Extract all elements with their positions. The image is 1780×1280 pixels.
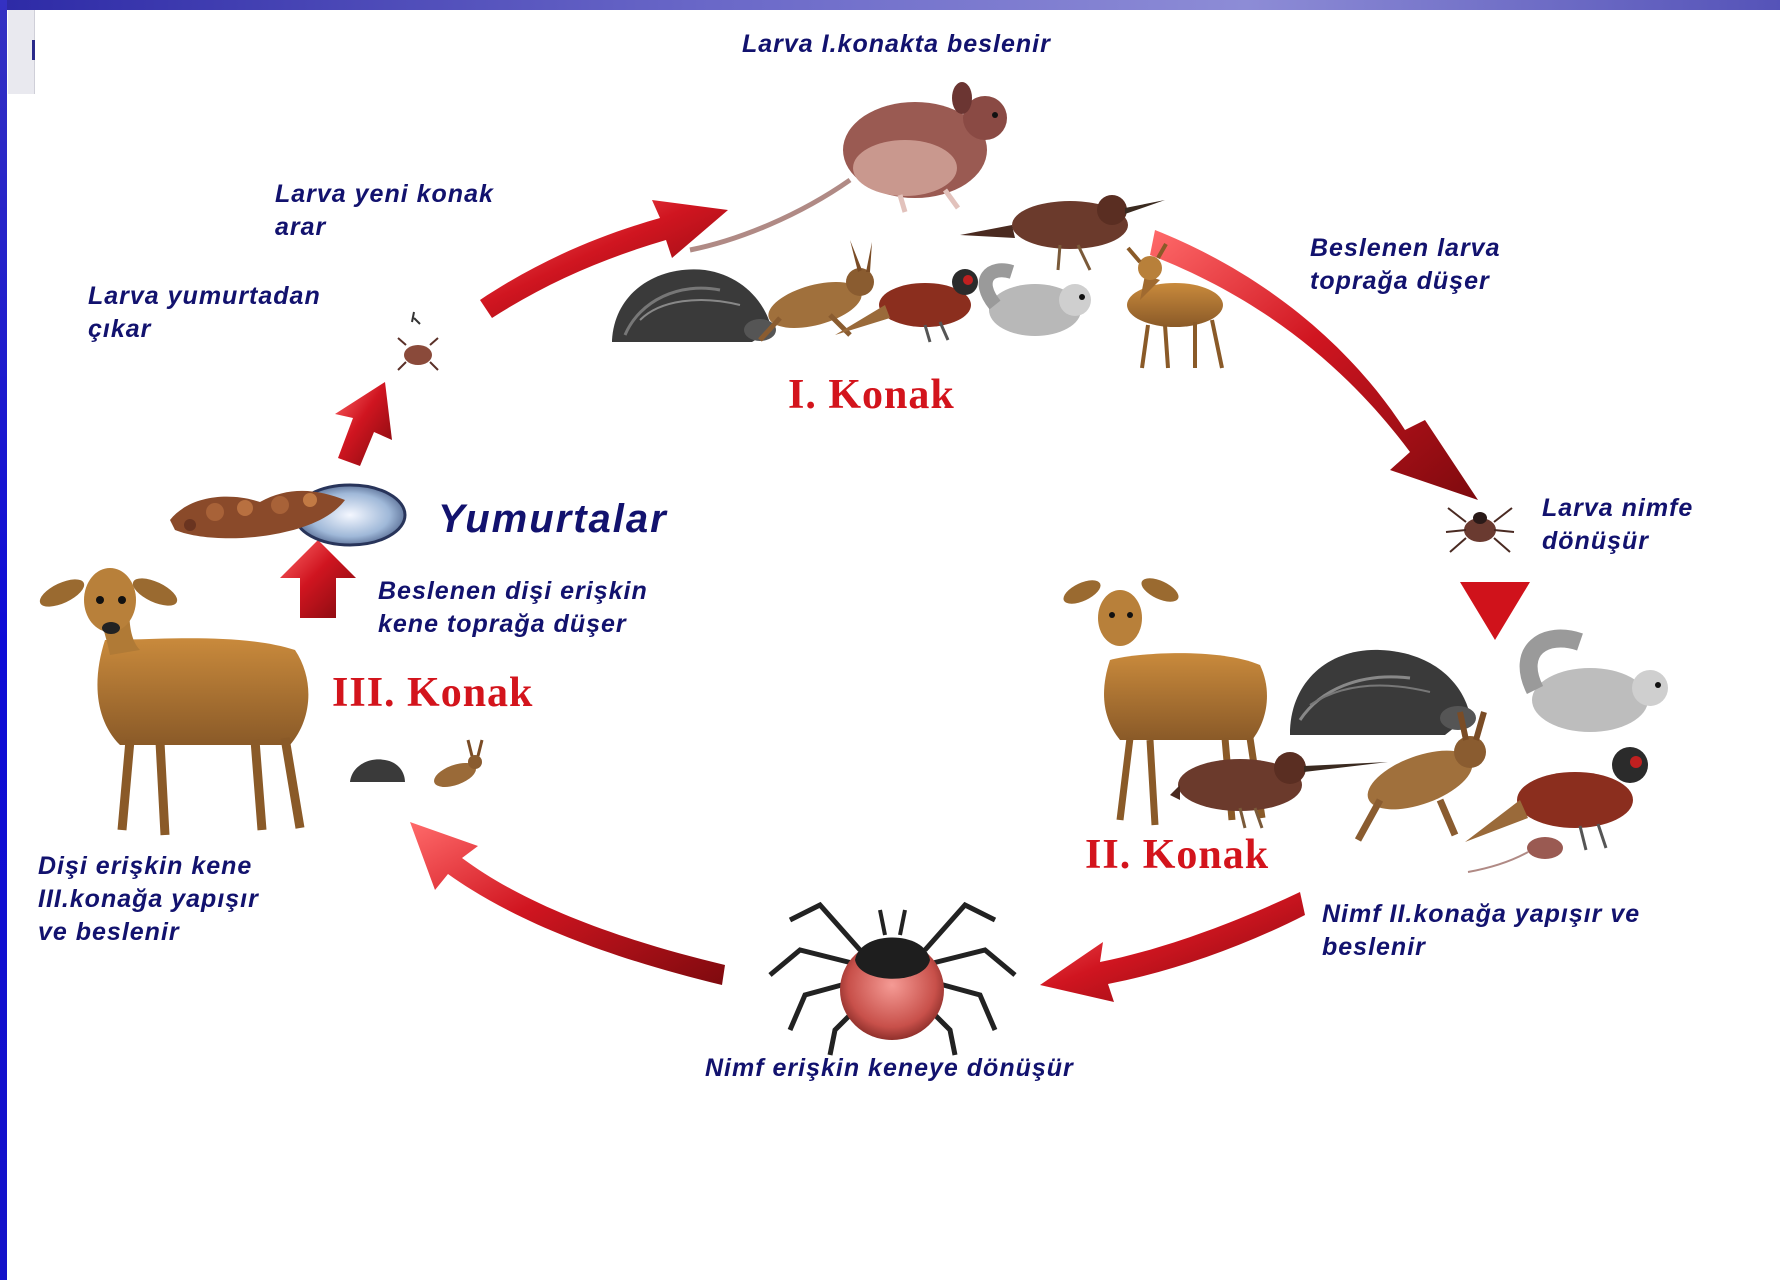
small-hedgehog-icon xyxy=(350,759,405,782)
tick-icon xyxy=(770,905,1015,1055)
squirrel-icon xyxy=(986,270,1091,336)
label-larva-feeds-host1: Larva I.konakta beslenir xyxy=(742,28,1051,61)
small-mouse-host2-icon xyxy=(1468,837,1563,872)
stage-host3: III. Konak xyxy=(332,670,533,716)
hedgehog-host2-icon xyxy=(1290,650,1476,735)
small-hare-icon xyxy=(431,740,482,792)
label-fed-larva-drops: Beslenen larva toprağa düşer xyxy=(1310,232,1501,298)
mouse-icon xyxy=(690,82,1007,250)
arrow-host3-to-eggs xyxy=(280,540,356,618)
label-nymph-to-adult: Nimf erişkin keneye dönüşür xyxy=(705,1052,1074,1085)
arrow-larva-to-nymph xyxy=(1460,582,1530,640)
hedgehog-icon xyxy=(612,269,776,342)
label-larva-finds-new-host: Larva yeni konak arar xyxy=(275,178,494,244)
pheasant-host2-icon xyxy=(1465,747,1648,850)
label-fed-female-drops: Beslenen dişi erişkin kene toprağa düşer xyxy=(378,575,648,641)
squirrel-host2-icon xyxy=(1529,639,1668,732)
label-eggs: Yumurtalar xyxy=(438,497,668,541)
stage-host2: II. Konak xyxy=(1085,832,1269,878)
arrow-host2-to-tick xyxy=(1040,892,1305,1002)
label-nymph-on-host2: Nimf II.konağa yapışır ve beslenir xyxy=(1322,898,1640,964)
stage-host1: I. Konak xyxy=(788,372,955,418)
nymph-tick-icon xyxy=(1446,508,1514,552)
arrow-tick-to-host3 xyxy=(410,822,725,985)
label-larva-to-nymph: Larva nimfe dönüşür xyxy=(1542,492,1693,558)
egg-mass-icon xyxy=(170,485,405,545)
label-larva-hatches: Larva yumurtadan çıkar xyxy=(88,280,321,346)
deer-large-icon xyxy=(36,568,308,835)
label-female-on-host3: Dişi erişkin kene III.konağa yapışır ve … xyxy=(38,850,259,949)
bird-icon xyxy=(960,195,1165,270)
bird-host2-icon xyxy=(1170,752,1388,828)
arrow-eggs-to-larva xyxy=(335,382,392,466)
larva-tick-icon xyxy=(398,312,438,370)
